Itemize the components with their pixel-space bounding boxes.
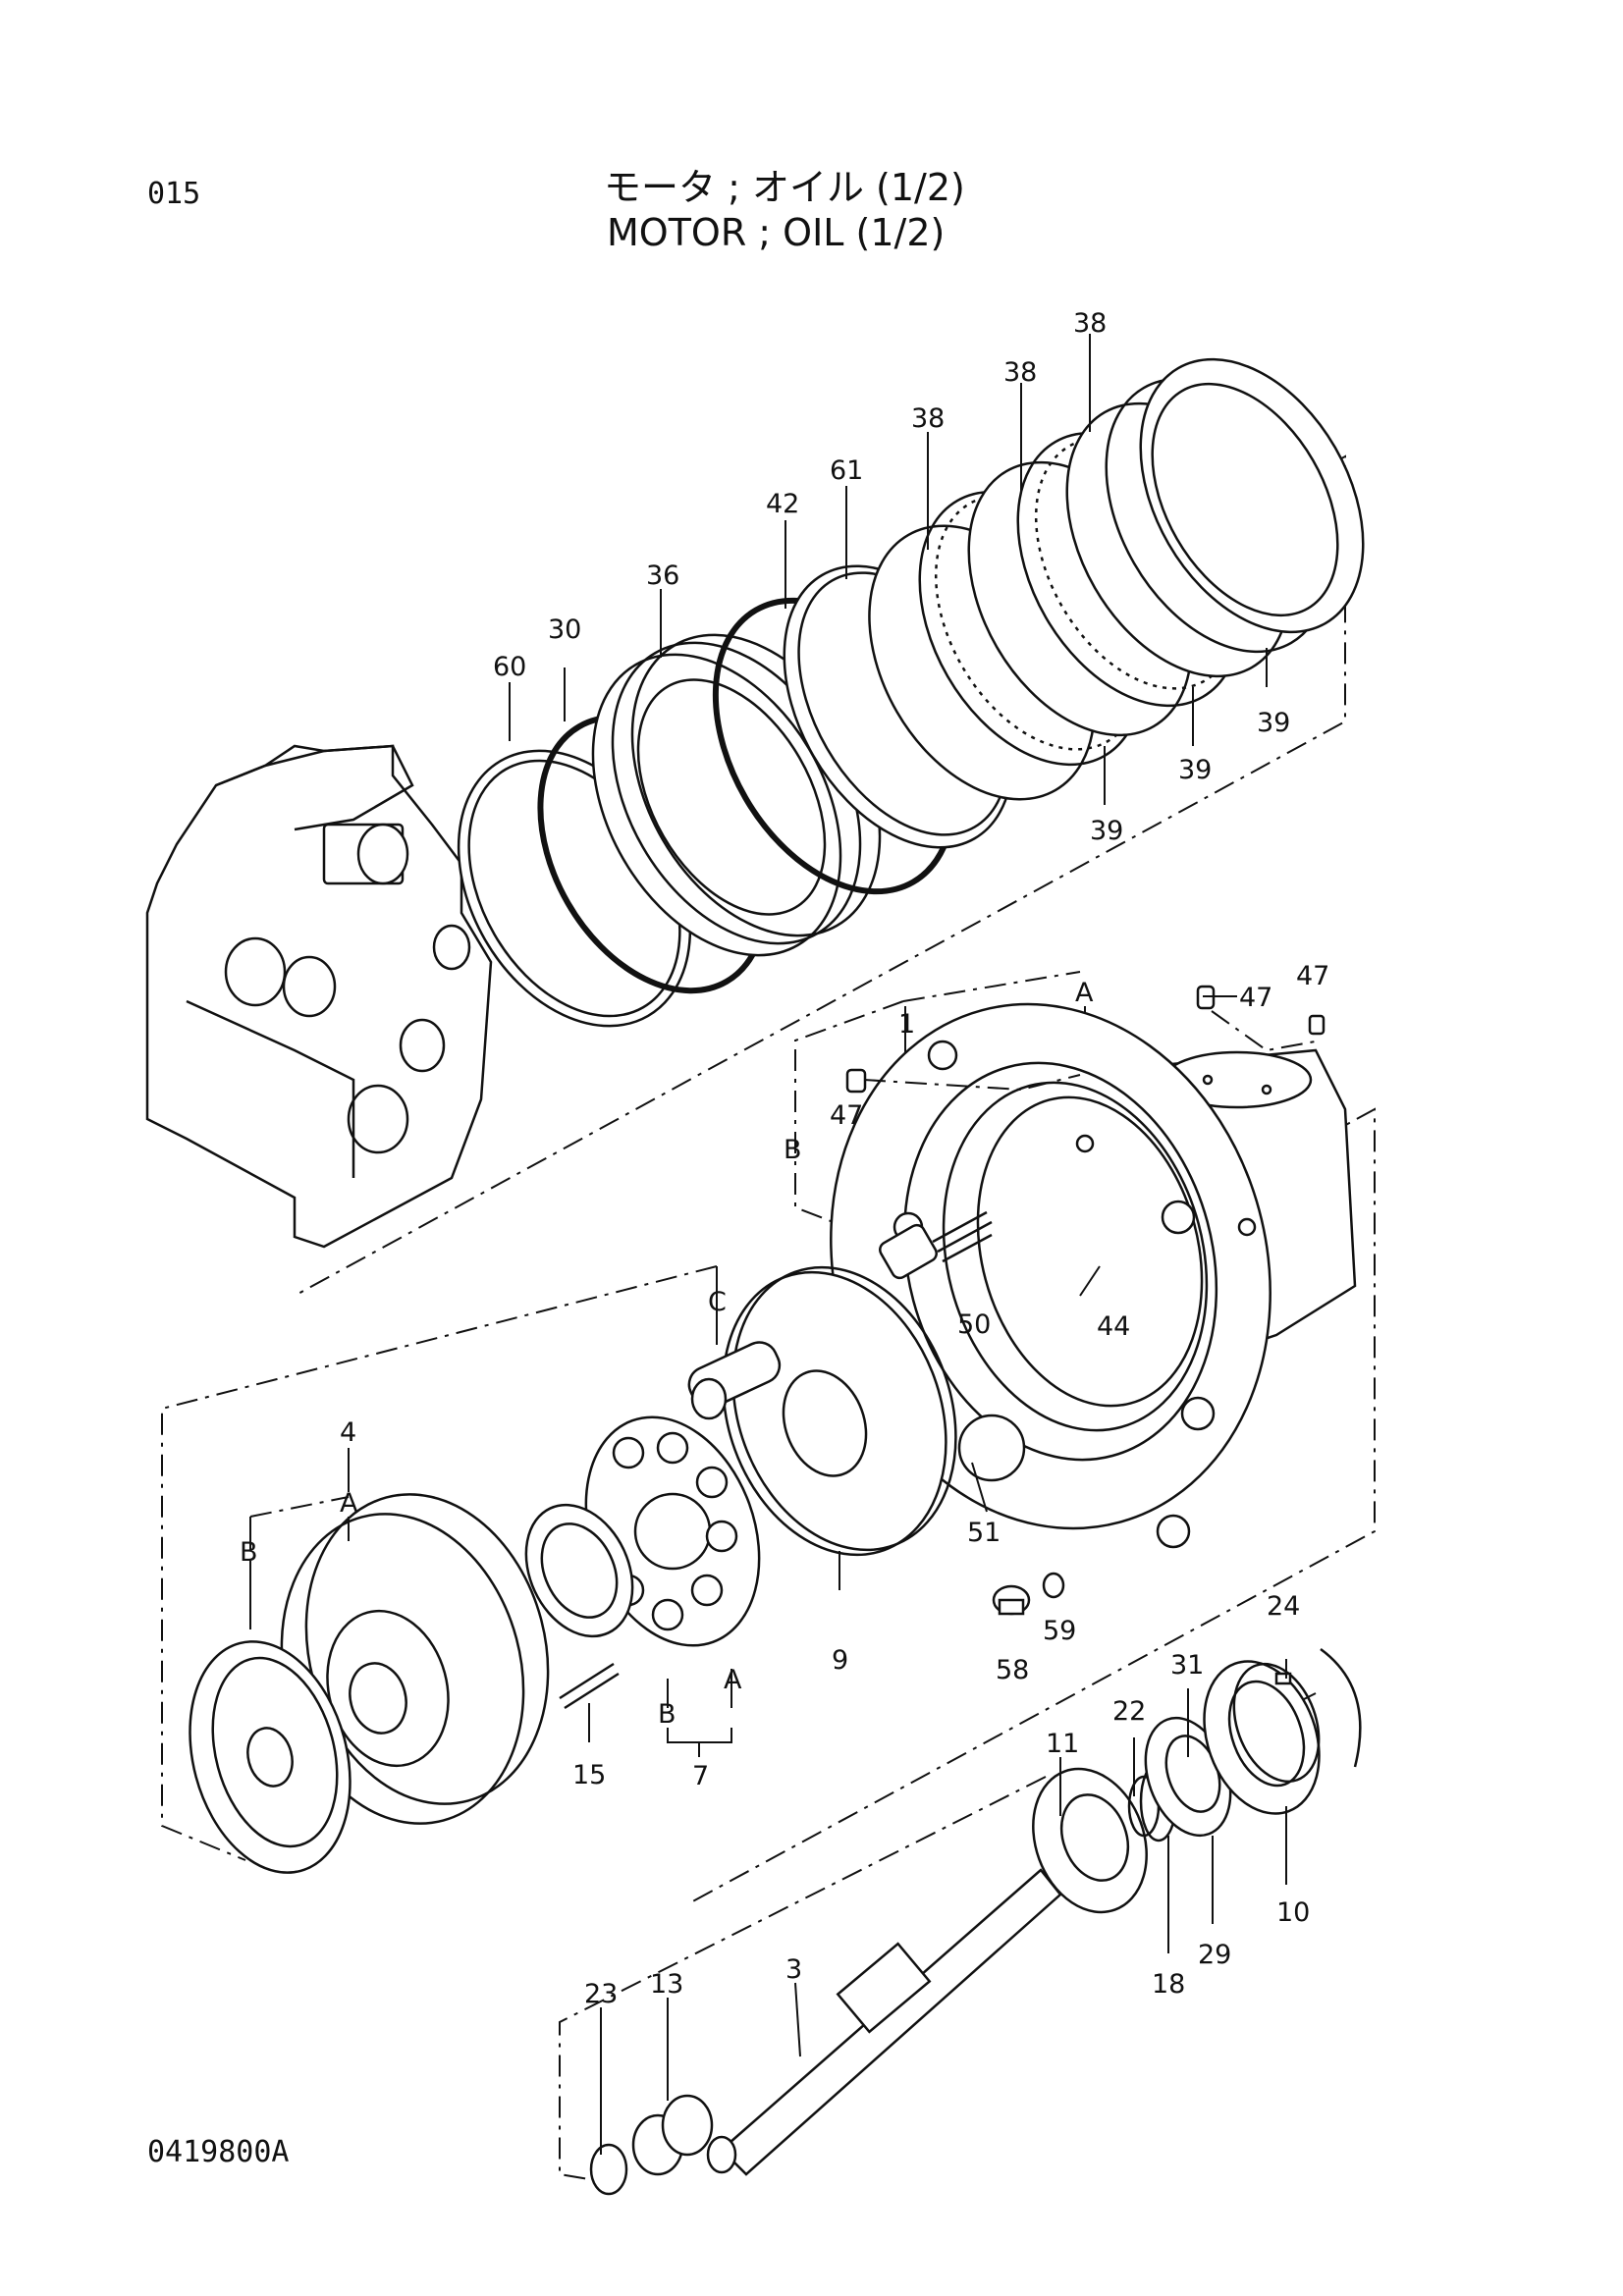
callout-30: 30 [548,614,581,645]
shoe-holder [524,1503,634,1638]
page-number: 015 [147,177,201,211]
bearing-11 [1032,1767,1148,1914]
o-ring-59 [1042,1572,1065,1599]
title-english: MOTOR ; OIL (1/2) [607,211,946,254]
valve-housing [145,744,493,1249]
callout-1: 1 [898,1009,915,1040]
callout-39: 39 [1178,755,1212,785]
ring-31 [1232,1662,1321,1784]
swash-plate-9 [687,1265,957,1557]
callout-11: 11 [1046,1729,1079,1759]
callout-31: 31 [1170,1650,1204,1681]
callout-44: 44 [1097,1311,1130,1342]
plug-47-side [845,1068,1081,1094]
callout-4: 4 [340,1417,356,1448]
callout-50: 50 [957,1309,991,1340]
callout-10: 10 [1276,1897,1310,1928]
lower-left-assembly-frame [161,1265,718,1861]
callout-58: 58 [996,1655,1029,1685]
callout-18: 18 [1152,1969,1185,2000]
ball-51 [957,1414,1026,1482]
callout-51: 51 [967,1518,1001,1548]
callout-42: 42 [766,489,799,519]
valve-plate [189,1640,352,1874]
valve-50 [879,1210,993,1280]
callout-3: 3 [785,1954,802,1985]
leader-lines-shaft [600,1659,1287,2155]
callout-B: B [240,1537,258,1568]
leader-lines-lower-left [249,1448,840,1757]
callout-B: B [784,1135,802,1165]
callout-7: 7 [692,1761,709,1791]
callout-13: 13 [650,1969,683,2000]
callout-A: A [340,1488,358,1519]
callout-29: 29 [1198,1940,1231,1970]
callout-59: 59 [1043,1616,1076,1646]
drawing-number: 0419800A [147,2135,290,2169]
callout-22: 22 [1112,1696,1146,1727]
callout-A: A [724,1665,742,1695]
callout-24: 24 [1267,1591,1300,1622]
spring-15 [559,1662,620,1710]
snap-ring-24 [1274,1647,1362,1768]
callout-39: 39 [1090,816,1123,846]
callout-A: A [1075,978,1094,1008]
callout-47: 47 [1239,983,1272,1013]
callout-23: 23 [584,1979,618,2009]
callout-38: 38 [1003,357,1037,388]
callout-labels: 60 30 36 42 61 38 38 38 39 39 39 1 A 47 … [240,308,1329,2009]
callout-9: 9 [832,1645,848,1676]
callout-36: 36 [646,561,679,591]
callout-47: 47 [830,1100,863,1131]
callout-C: C [708,1287,727,1317]
bushing-13 [631,2094,714,2176]
callout-39: 39 [1257,708,1290,738]
callout-38: 38 [911,403,945,434]
callout-60: 60 [493,652,526,682]
callout-B: B [658,1699,676,1730]
cover-10 [1203,1660,1321,1815]
snap-ring-23 [589,2143,628,2196]
callout-61: 61 [830,455,863,486]
plug-58 [992,1584,1031,1616]
callout-47: 47 [1296,961,1329,991]
cylinder-block-4 [280,1493,550,1825]
plate-stack-38-39 [868,357,1365,801]
leader-lines-upper [509,334,1268,805]
callout-15: 15 [572,1760,606,1790]
callout-38: 38 [1073,308,1107,339]
leader-lines-middle [971,995,1237,1513]
title-japanese: モータ ; オイル (1/2) [604,166,965,209]
shaft-3 [706,1868,1062,2176]
